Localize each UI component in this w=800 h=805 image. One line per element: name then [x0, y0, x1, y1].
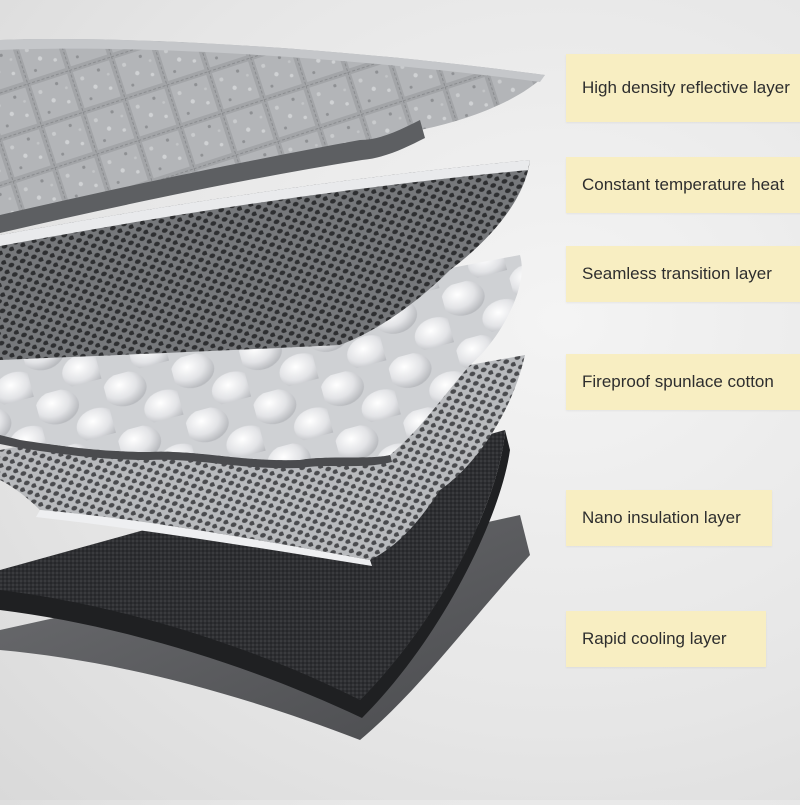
layer-label-reflective: High density reflective layer	[566, 54, 800, 122]
layer-sheet-constant-temp	[0, 160, 530, 360]
layer-label-rapid-cooling: Rapid cooling layer	[566, 611, 766, 667]
layer-label-text: Constant temperature heat	[582, 175, 785, 194]
layer-label-constant-temp: Constant temperature heat	[566, 157, 800, 213]
layer-label-text: Nano insulation layer	[582, 508, 741, 527]
layer-label-seamless: Seamless transition layer	[566, 246, 800, 302]
layer-label-text: Rapid cooling layer	[582, 629, 727, 648]
layer-sheet-reflective	[0, 39, 545, 225]
layer-label-text: High density reflective layer	[582, 78, 790, 97]
layer-label-fireproof: Fireproof spunlace cotton	[566, 354, 800, 410]
layer-label-nano-insulation: Nano insulation layer	[566, 490, 772, 546]
layer-label-text: Seamless transition layer	[582, 264, 772, 283]
layer-label-text: Fireproof spunlace cotton	[582, 372, 774, 391]
